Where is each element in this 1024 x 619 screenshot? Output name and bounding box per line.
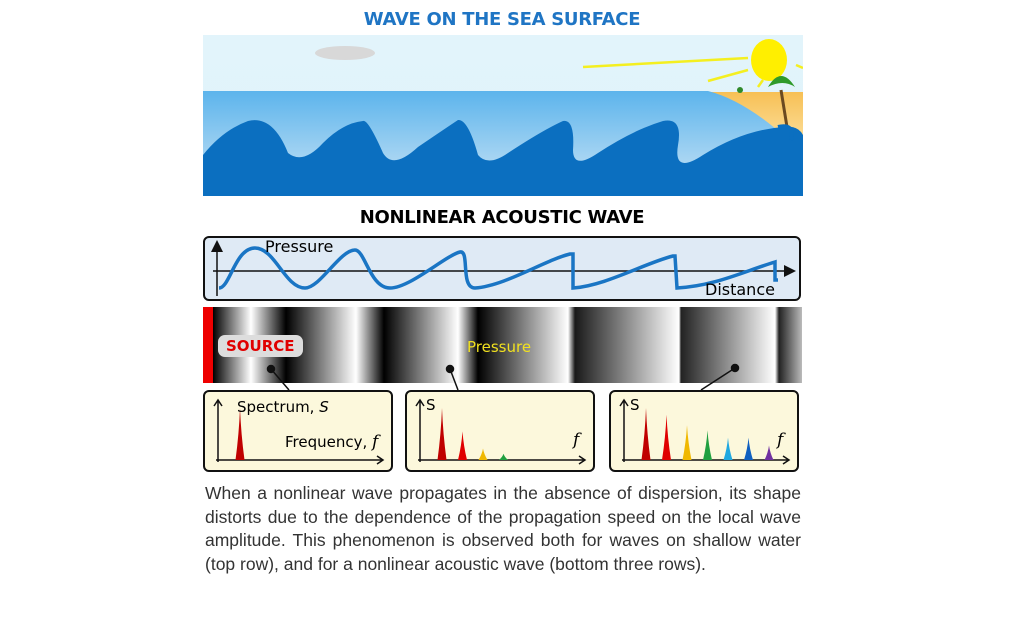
spectrum-box-middle: S f bbox=[405, 390, 595, 472]
y-axis bbox=[213, 398, 223, 462]
spectrum-symbol: S bbox=[319, 398, 329, 416]
spectrum-peak bbox=[662, 414, 671, 460]
spectrum-peak bbox=[458, 431, 467, 460]
caption-text: When a nonlinear wave propagates in the … bbox=[205, 483, 801, 574]
pressure-field-label: Pressure bbox=[467, 338, 532, 356]
y-axis bbox=[619, 398, 629, 462]
source-label: SOURCE bbox=[218, 335, 303, 357]
y-axis bbox=[415, 398, 425, 462]
spectrum-plot bbox=[619, 398, 791, 465]
frequency-symbol: f bbox=[372, 432, 379, 452]
spectrum-peak bbox=[744, 437, 753, 460]
spectrum-box-far: S f bbox=[609, 390, 799, 472]
frequency-text: Frequency, bbox=[285, 433, 373, 451]
spectrum-peak bbox=[499, 453, 508, 460]
pressure-axis-label: Pressure bbox=[265, 237, 334, 256]
pressure-distance-plot: Pressure Distance bbox=[203, 236, 801, 301]
spectrum-peak bbox=[437, 408, 447, 460]
spectrum-symbol: S bbox=[426, 396, 436, 414]
spectrum-peak bbox=[703, 430, 712, 460]
cloud-icon bbox=[315, 46, 375, 60]
spectrum-peak bbox=[682, 425, 692, 460]
frequency-symbol: f bbox=[573, 430, 580, 450]
spectrum-plot bbox=[213, 398, 385, 465]
spectrum-peak bbox=[764, 445, 774, 460]
pressure-waveform bbox=[218, 246, 778, 290]
distance-axis-label: Distance bbox=[705, 280, 775, 299]
palm-tree-icon bbox=[737, 76, 795, 128]
spectrum-peak bbox=[235, 408, 245, 460]
frequency-label: Frequency, f bbox=[285, 432, 378, 452]
spectrum-symbol: S bbox=[630, 396, 640, 414]
sea-wave-title: WAVE ON THE SEA SURFACE bbox=[363, 9, 641, 30]
sun-icon bbox=[582, 39, 803, 88]
wave-front bbox=[203, 119, 803, 196]
sea-surface-illustration bbox=[203, 35, 803, 196]
acoustic-wave-title: NONLINEAR ACOUSTIC WAVE bbox=[359, 207, 645, 228]
spectrum-peak bbox=[641, 408, 651, 460]
spectrum-label: Spectrum, S bbox=[237, 398, 329, 416]
frequency-symbol: f bbox=[777, 430, 784, 450]
spectrum-text: Spectrum, bbox=[237, 398, 320, 416]
spectrum-plot bbox=[415, 398, 587, 465]
spectrum-peak bbox=[478, 448, 488, 460]
spectrum-peak bbox=[723, 437, 733, 460]
spectrum-box-source: Spectrum, S Frequency, f bbox=[203, 390, 393, 472]
